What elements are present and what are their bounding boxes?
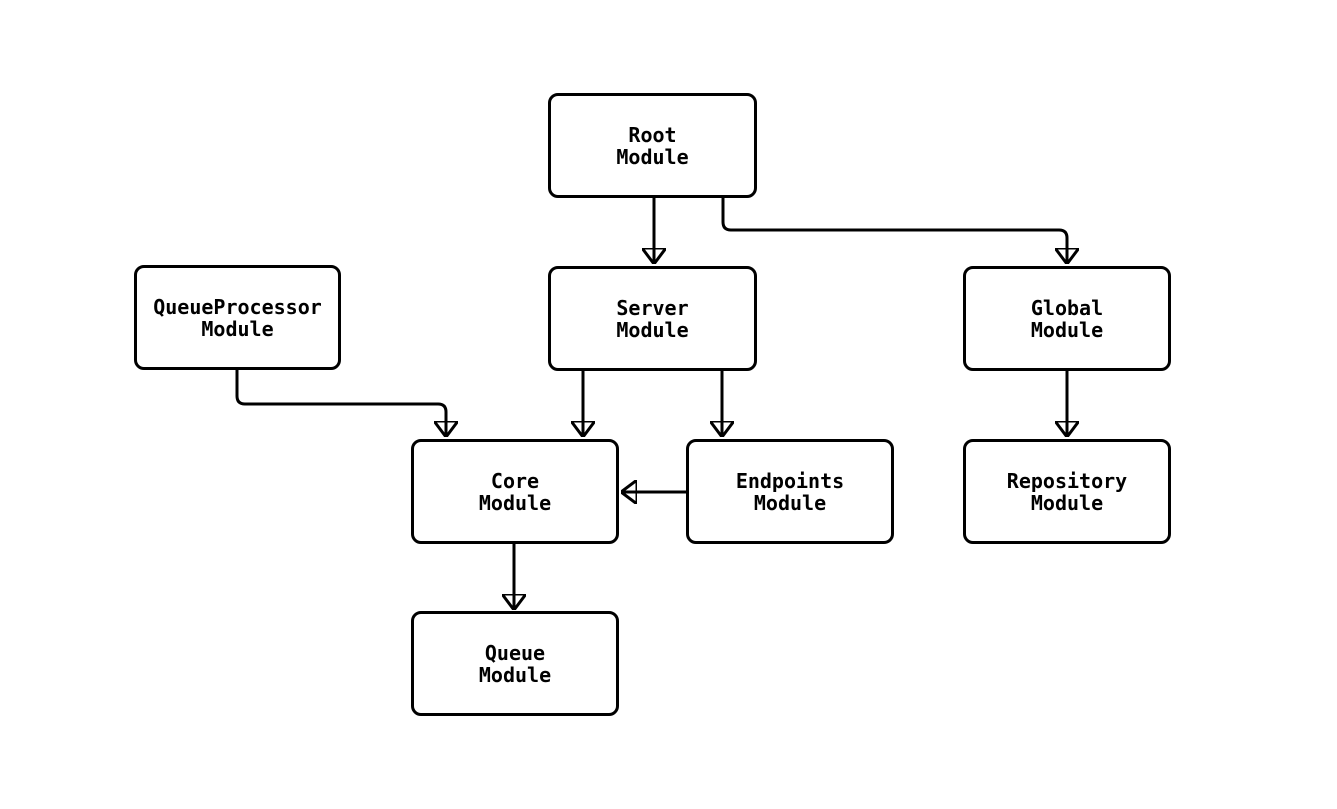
node-root-module: Root Module bbox=[548, 93, 757, 198]
node-queue-module-suffix: Module bbox=[478, 662, 552, 687]
node-global-module: Global Module bbox=[963, 266, 1171, 371]
node-queue-module-name: Queue bbox=[484, 640, 546, 665]
node-queue-module: Queue Module bbox=[411, 611, 619, 716]
node-server-module-name: Server bbox=[616, 295, 689, 320]
node-endpoints-module-name: Endpoints bbox=[735, 468, 845, 493]
node-endpoints-module: Endpoints Module bbox=[686, 439, 894, 544]
node-core-module-suffix: Module bbox=[478, 490, 552, 515]
edge-root-to-global bbox=[721, 198, 1067, 263]
node-queueprocessor-module-name: QueueProcessor bbox=[153, 294, 322, 319]
node-global-module-suffix: Module bbox=[1030, 317, 1104, 342]
edge-queueprocessor-to-core bbox=[235, 370, 446, 436]
node-repository-module: Repository Module bbox=[963, 439, 1171, 544]
node-root-module-name: Root bbox=[628, 122, 677, 147]
node-core-module: Core Module bbox=[411, 439, 619, 544]
node-queueprocessor-module: QueueProcessor Module bbox=[134, 265, 341, 370]
node-global-module-name: Global bbox=[1030, 295, 1104, 320]
node-queueprocessor-module-suffix: Module bbox=[201, 316, 274, 341]
node-server-module-suffix: Module bbox=[616, 317, 689, 342]
node-core-module-name: Core bbox=[490, 468, 540, 493]
node-repository-module-name: Repository bbox=[1006, 468, 1128, 493]
node-endpoints-module-suffix: Module bbox=[753, 490, 827, 515]
node-root-module-suffix: Module bbox=[616, 144, 689, 169]
node-repository-module-suffix: Module bbox=[1030, 490, 1104, 515]
node-server-module: Server Module bbox=[548, 266, 757, 371]
